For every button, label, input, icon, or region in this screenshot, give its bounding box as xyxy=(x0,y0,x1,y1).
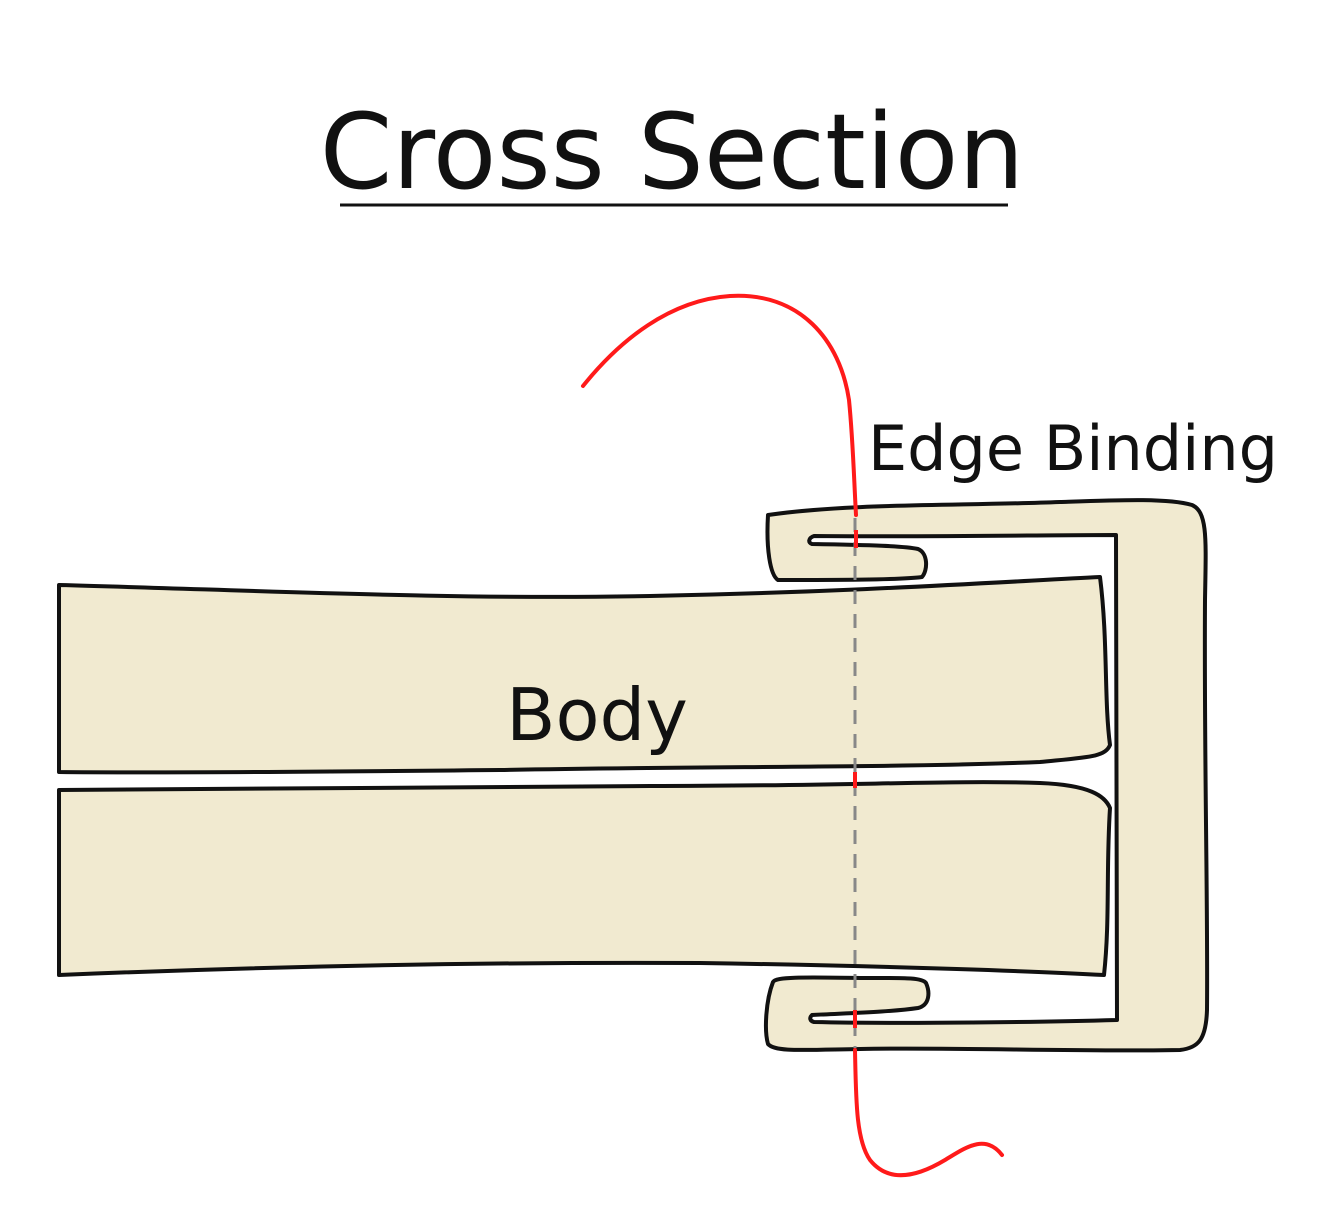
body-bottom-layer xyxy=(57,780,1112,977)
page-title: Cross Section xyxy=(320,91,1025,213)
body-label: Body xyxy=(506,673,688,757)
thread-top xyxy=(581,293,858,517)
edge-binding-shape xyxy=(763,498,1210,1053)
body-top-layer xyxy=(57,575,1112,775)
thread-bottom xyxy=(853,1048,1004,1178)
edge-binding-label: Edge Binding xyxy=(868,412,1278,485)
